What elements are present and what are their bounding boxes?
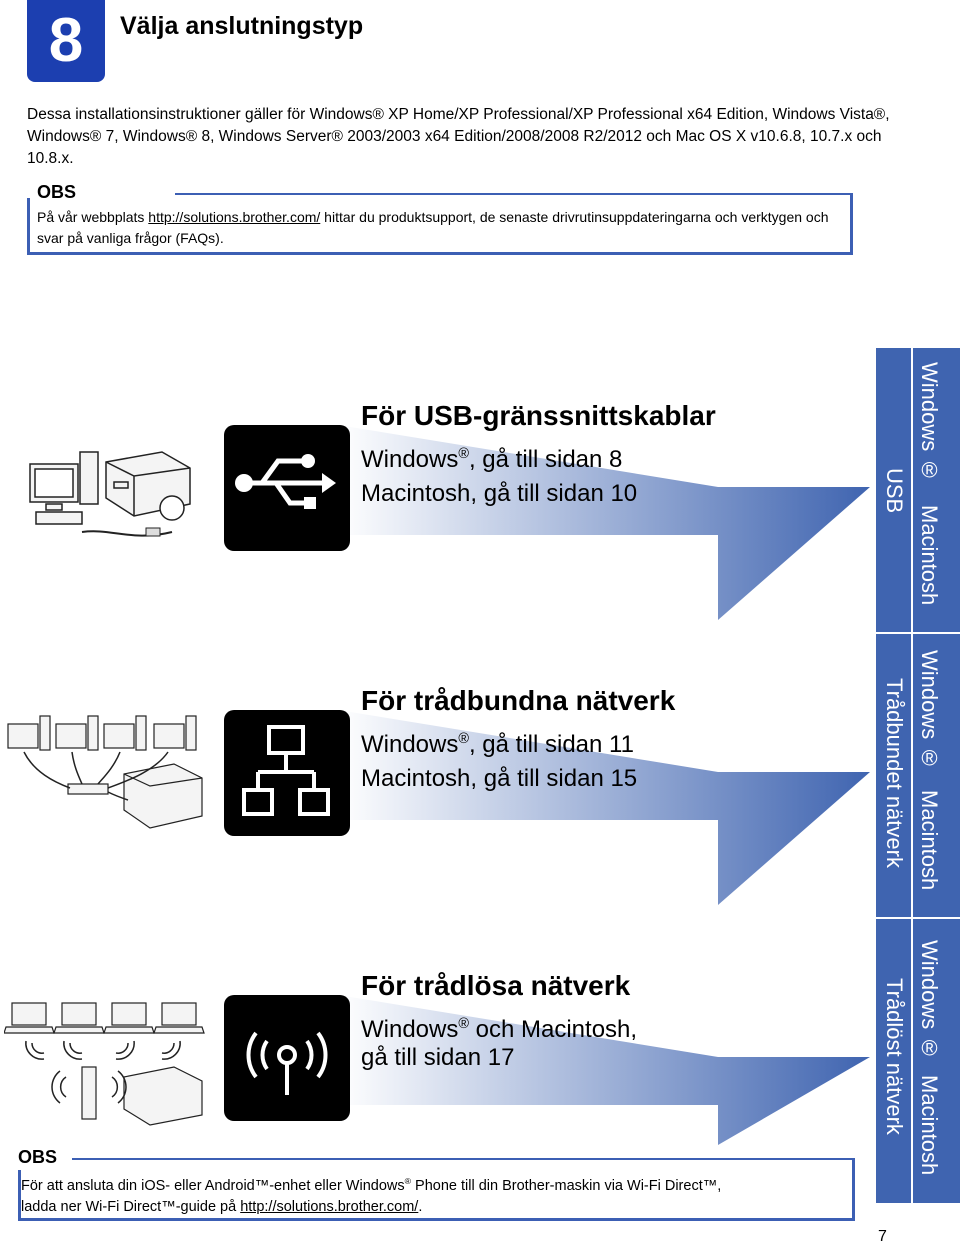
wired-windows-line: Windows®, gå till sidan 11 <box>361 731 634 759</box>
tab-usb-windows-label: Windows <box>917 362 942 452</box>
wired-title: För trådbundna nätverk <box>361 685 676 716</box>
obs-border-right-2 <box>852 1158 855 1220</box>
obs2-text3: ladda ner Wi-Fi Direct™-guide på <box>21 1198 241 1215</box>
obs-label-2: OBS <box>18 1147 58 1167</box>
tab-wireless-windows[interactable]: Windows ® <box>916 940 942 1060</box>
obs-border-right <box>850 193 853 254</box>
step-number-badge: 8 <box>27 0 105 82</box>
usb-windows-text: Windows <box>361 446 459 473</box>
obs-border-left-2 <box>18 1170 21 1220</box>
tab-wired-windows-label: Windows <box>917 650 942 740</box>
support-link[interactable]: http://solutions.brother.com/ <box>148 209 321 225</box>
wireless-icon <box>224 995 350 1121</box>
tab-wired[interactable]: Trådbundet nätverk <box>882 678 907 868</box>
tab-usb-windows[interactable]: Windows ® <box>916 362 942 482</box>
intro-text: Dessa installationsinstruktioner gäller … <box>27 106 890 167</box>
wireless-windows-text: Windows <box>361 1016 459 1043</box>
reg-mark: ® <box>917 745 942 771</box>
obs-note-text-2: För att ansluta din iOS- eller Android™-… <box>21 1171 841 1218</box>
sidebar-tabs <box>876 348 960 1203</box>
usb-arrow <box>338 425 870 620</box>
obs2-text4: . <box>418 1198 423 1215</box>
usb-mac-line: Macintosh, gå till sidan 10 <box>361 480 638 507</box>
tab-wireless-mac[interactable]: Macintosh <box>917 1075 942 1176</box>
wireless-title: För trådlösa nätverk <box>361 970 631 1001</box>
obs-divider-2 <box>72 1158 855 1160</box>
wireless-connection-illustration <box>4 1002 205 1126</box>
reg-mark: ® <box>404 1176 412 1186</box>
obs-border-bottom <box>27 252 853 255</box>
wireless-mac-text: och Macintosh, <box>468 1016 638 1043</box>
obs2-text1: För att ansluta din iOS- eller Android™-… <box>21 1177 405 1194</box>
usb-connection-illustration <box>29 451 191 537</box>
tab-wired-windows[interactable]: Windows ® <box>916 650 942 770</box>
obs-divider <box>175 193 853 195</box>
wireless-page-line: gå till sidan 17 <box>361 1044 515 1071</box>
usb-windows-line: Windows®, gå till sidan 8 <box>361 446 622 474</box>
tab-wired-mac[interactable]: Macintosh <box>917 790 942 891</box>
obs-border-bottom-2 <box>18 1218 855 1221</box>
wired-arrow <box>338 710 870 905</box>
usb-windows-page: , gå till sidan 8 <box>468 446 623 473</box>
wired-connection-illustration <box>7 715 203 829</box>
reg-mark: ® <box>458 1016 469 1032</box>
usb-title: För USB-gränssnittskablar <box>361 400 716 431</box>
reg-mark: ® <box>917 1035 942 1061</box>
obs-border-left <box>27 198 30 254</box>
obs-note-text: På vår webbplats http://solutions.brothe… <box>37 207 837 249</box>
obs-text-after: hittar du produktsupport, de senaste dri… <box>37 209 829 246</box>
wireless-windows-line: Windows® och Macintosh, <box>361 1016 637 1044</box>
tab-usb[interactable]: USB <box>882 468 907 514</box>
reg-mark: ® <box>917 457 942 483</box>
obs-text-before: På vår webbplats <box>37 209 149 225</box>
page-title: Välja anslutningstyp <box>120 12 364 40</box>
reg-mark: ® <box>458 446 469 462</box>
obs2-text2: Phone till din Brother-maskin via Wi-Fi … <box>411 1177 722 1194</box>
tab-usb-mac[interactable]: Macintosh <box>917 505 942 606</box>
wired-windows-page: , gå till sidan 11 <box>468 731 634 758</box>
wifi-direct-link[interactable]: http://solutions.brother.com/ <box>240 1198 419 1215</box>
page-number: 7 <box>878 1228 887 1245</box>
tab-wireless[interactable]: Trådlöst nätverk <box>882 978 907 1135</box>
wired-mac-line: Macintosh, gå till sidan 15 <box>361 765 638 792</box>
wireless-arrow <box>338 995 870 1145</box>
wired-windows-text: Windows <box>361 731 459 758</box>
reg-mark: ® <box>458 731 469 747</box>
obs-label: OBS <box>37 182 77 202</box>
usb-icon <box>224 425 350 551</box>
tab-wireless-windows-label: Windows <box>917 940 942 1030</box>
wired-network-icon <box>224 710 350 836</box>
